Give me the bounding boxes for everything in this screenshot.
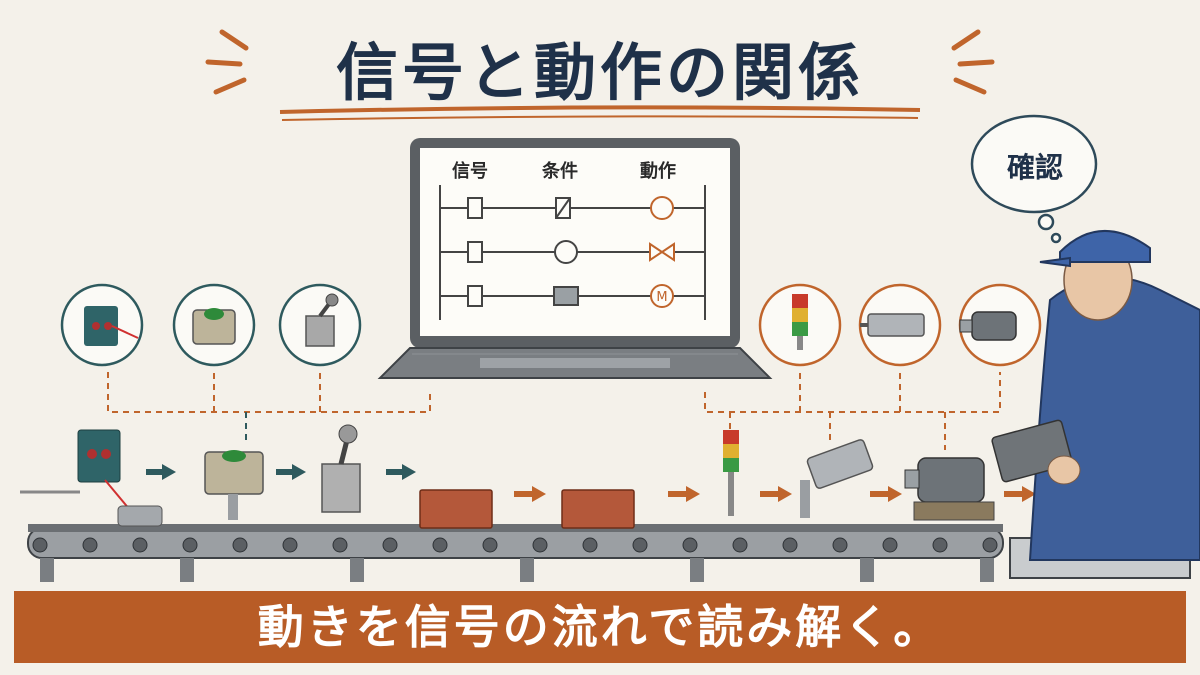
line-motor xyxy=(904,457,995,521)
stack-light-icon xyxy=(792,294,808,350)
conveyor xyxy=(27,524,1191,582)
output-cylinder-icon xyxy=(650,196,674,220)
ladder-header-signal: 信号 xyxy=(452,161,488,182)
page-title: 信号と動作の関係 xyxy=(335,36,864,109)
svg-text:M: M xyxy=(656,290,667,305)
line-stack-light xyxy=(723,430,739,516)
ladder-header-action: 動作 xyxy=(640,161,676,182)
line-air-cylinder xyxy=(800,439,874,518)
line-limit-switch xyxy=(321,424,361,513)
thought-bubble xyxy=(970,114,1098,244)
air-cylinder-icon xyxy=(860,313,925,337)
limit-switch-icon xyxy=(305,293,339,347)
line-push-button xyxy=(204,450,264,520)
contact-1 xyxy=(467,197,483,219)
coil xyxy=(554,240,578,264)
contact-2 xyxy=(467,241,483,263)
line-photo-sensor xyxy=(20,429,163,527)
photo-sensor-icon xyxy=(84,306,139,346)
push-button-icon xyxy=(192,308,236,345)
flow-arrows xyxy=(146,464,1036,502)
thought-bubble-text: 確認 xyxy=(1006,151,1063,184)
output-motor-icon xyxy=(650,284,674,308)
motor-icon xyxy=(959,311,1017,341)
title-underline xyxy=(279,105,921,114)
footer-banner: 動きを信号の流れで読み解く。 xyxy=(14,591,1186,663)
output-valve-icon xyxy=(649,242,675,262)
worker xyxy=(991,229,1200,561)
ladder-diagram xyxy=(439,185,706,320)
signal-lines xyxy=(107,372,1001,450)
ladder-header-condition: 条件 xyxy=(542,161,578,182)
title-sparks-right xyxy=(951,29,995,95)
timer-block xyxy=(553,286,579,306)
title-sparks-left xyxy=(205,29,249,95)
contact-3 xyxy=(467,285,483,307)
